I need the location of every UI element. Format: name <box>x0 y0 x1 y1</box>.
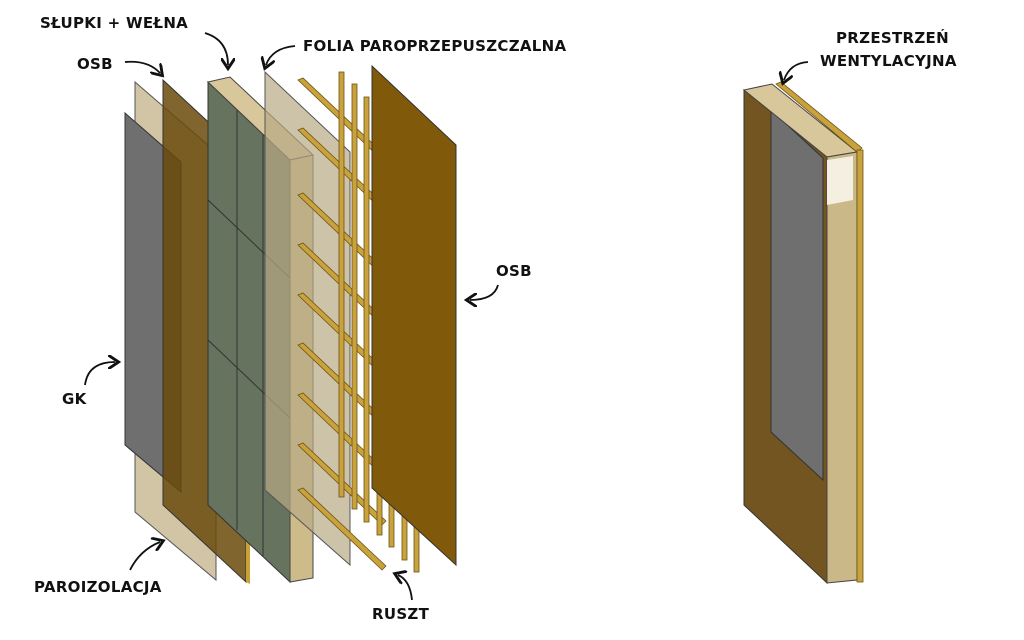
membrane-sheet <box>264 70 351 567</box>
arrow-studs <box>204 32 228 65</box>
arrow-ventilation <box>784 61 809 80</box>
arrow-battens <box>398 575 413 601</box>
arrow-gk <box>84 362 115 386</box>
label-vapor-barrier: PAROIZOLACJA <box>34 578 162 596</box>
label-ventilation-line2: WENTYLACYJNA <box>820 52 957 70</box>
label-osb-inner: OSB <box>77 55 113 73</box>
label-studs-wool: SŁUPKI + WEŁNA <box>40 14 189 32</box>
arrow-osb-inner <box>124 60 160 73</box>
label-membrane: FOLIA PAROPRZEPUSZCZALNA <box>303 37 567 55</box>
assembled-gk <box>770 108 824 482</box>
leader-arrows <box>84 32 809 601</box>
label-osb-outer: OSB <box>496 262 532 280</box>
exploded-view <box>124 64 457 584</box>
osb-outer-board <box>371 64 457 567</box>
arrow-osb-outer <box>470 284 499 300</box>
arrow-membrane <box>266 45 296 65</box>
label-battens: RUSZT <box>372 605 430 623</box>
assembled-wall <box>742 81 864 585</box>
label-ventilation-line1: PRZESTRZEŃ <box>836 29 949 47</box>
arrow-vapor <box>129 542 160 571</box>
label-gk: GK <box>62 390 87 408</box>
